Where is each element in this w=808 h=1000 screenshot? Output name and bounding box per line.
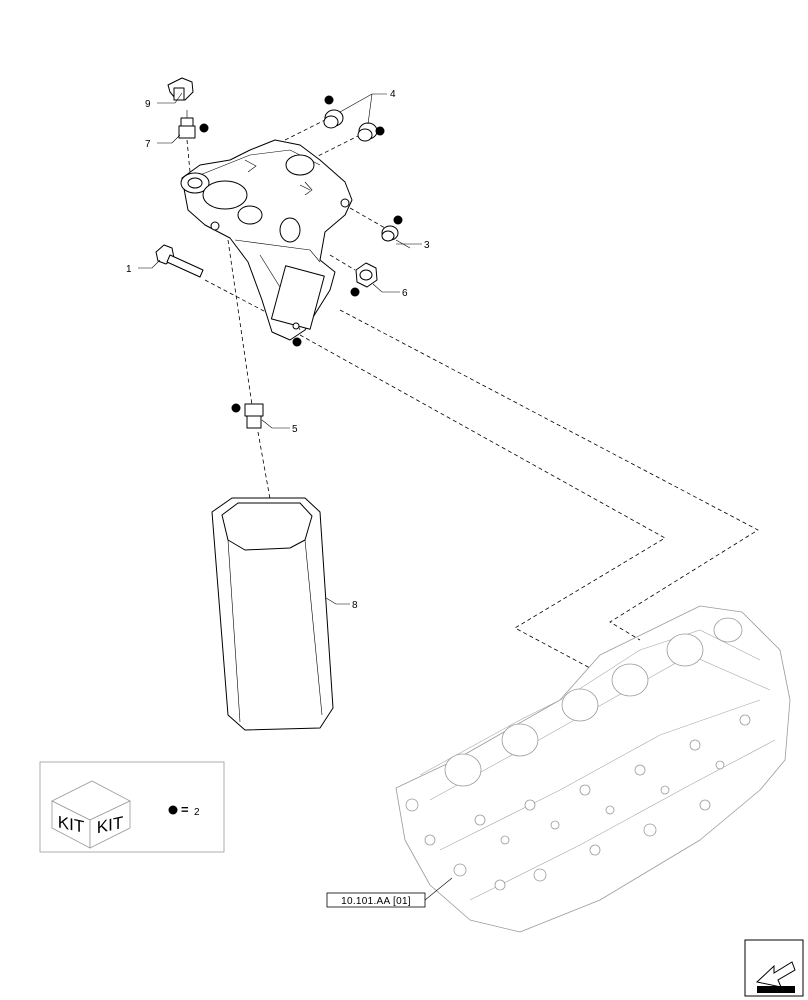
callout-6: 6 — [402, 288, 408, 299]
plug-part-4b — [357, 122, 378, 142]
callout-3: 3 — [424, 240, 430, 251]
callout-1: 1 — [126, 264, 132, 275]
callout-4: 4 — [390, 89, 396, 100]
legend-equals: = — [181, 802, 189, 817]
assembly-lines — [186, 119, 759, 669]
kit-cube-icon: KIT KIT — [51, 780, 131, 849]
plug-part-4a — [323, 109, 344, 129]
nut-part-6 — [355, 262, 378, 288]
callout-5: 5 — [292, 424, 298, 435]
cylinder-bores — [444, 617, 743, 787]
filter-cartridge-part-8 — [211, 497, 334, 731]
callout-7: 7 — [145, 139, 151, 150]
sensor-part-9 — [167, 77, 194, 101]
plug-part-3 — [381, 225, 399, 242]
valve-part-7 — [178, 110, 196, 139]
reference-label: 10.101.AA [01] — [341, 896, 411, 907]
callouts: 9 7 4 3 6 1 5 8 — [126, 89, 430, 611]
engine-block — [395, 605, 791, 933]
kit-legend: KIT KIT = 2 — [39, 761, 225, 853]
callout-8: 8 — [352, 600, 358, 611]
callout-9: 9 — [145, 99, 151, 110]
fitting-part-5 — [244, 403, 264, 429]
navigate-arrow-icon[interactable] — [744, 939, 804, 997]
legend-value: 2 — [194, 807, 200, 818]
reference-link[interactable]: 10.101.AA [01] — [326, 877, 453, 908]
bolt-part-1 — [155, 244, 204, 278]
filter-head-housing — [180, 139, 353, 341]
bolt-holes — [405, 714, 751, 891]
kit-markers — [199, 95, 403, 413]
